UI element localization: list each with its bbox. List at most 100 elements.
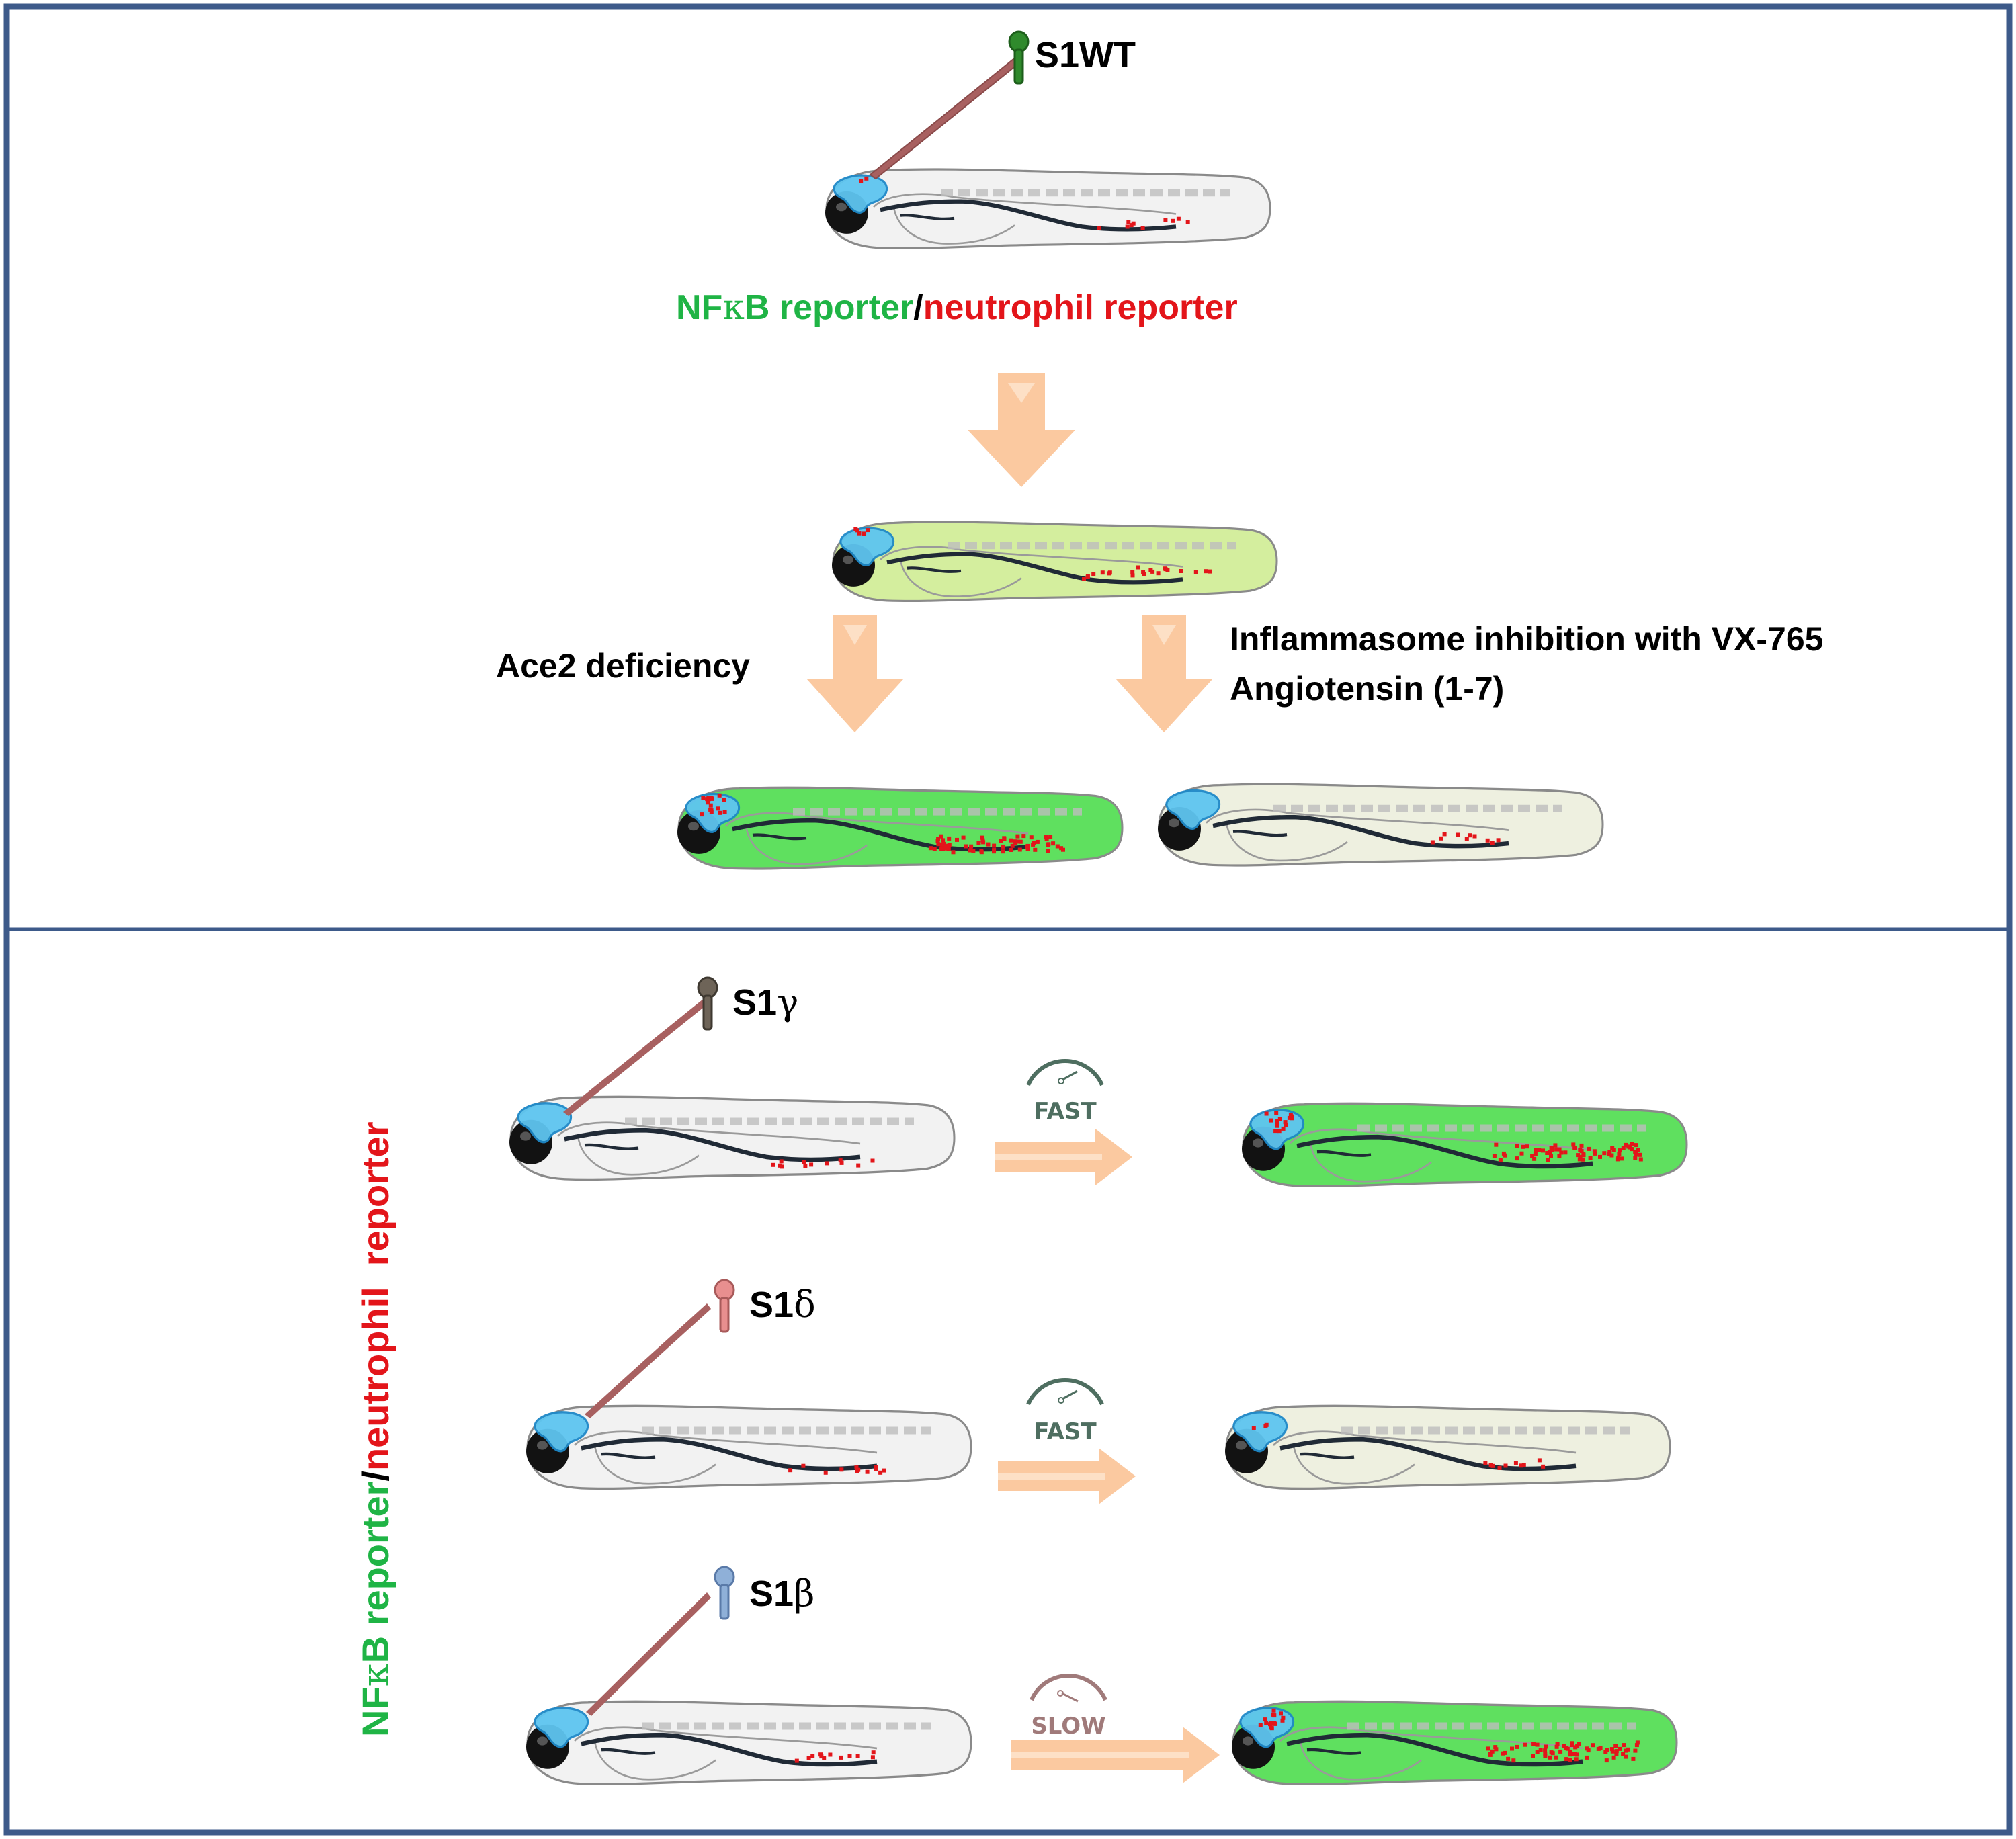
reporter-caption: NFκB reporter/neutrophil reporter (676, 288, 1238, 328)
neutrophil-dot (1430, 840, 1435, 845)
neutrophil-dot (1048, 835, 1053, 839)
neutrophil-dot (1492, 1154, 1497, 1158)
row-delta: S1δ FAST (526, 1279, 1670, 1504)
neutrophil-dot (1521, 1144, 1525, 1149)
neutrophil-dot (1572, 1146, 1577, 1150)
neutrophil-dot (855, 528, 859, 533)
neutrophil-dot (955, 837, 959, 842)
neutrophil-dot (1483, 1461, 1488, 1465)
side-reporter-label: NFκB reporter/neutrophil reporter (354, 1121, 398, 1737)
side-neutrophil: neutrophil reporter (354, 1121, 396, 1471)
speed-label-gamma: FAST (1034, 1098, 1097, 1125)
neutrophil-dot (1085, 574, 1090, 579)
neutrophil-dot (1578, 1154, 1583, 1159)
neutrophil-dot (874, 1465, 878, 1469)
neutrophil-dot (1277, 1129, 1282, 1134)
neutrophil-dot (969, 844, 974, 849)
neutrophil-dot (1125, 224, 1130, 229)
neutrophil-dot (1533, 1152, 1538, 1156)
neutrophil-dot (1574, 1752, 1579, 1757)
neutrophil-dot (1634, 1143, 1638, 1148)
neutrophil-dot (1032, 841, 1036, 845)
neutrophil-dot (1204, 569, 1208, 574)
neutrophil-dot (946, 847, 951, 851)
neutrophil-dot (1541, 1148, 1545, 1153)
neutrophil-dot (1044, 837, 1049, 841)
neutrophil-dot (1290, 1116, 1294, 1121)
larva-injected-wt (825, 169, 1270, 248)
neutrophil-dot (1275, 1119, 1279, 1123)
neutrophil-dot (1082, 577, 1086, 581)
neutrophil-dot (1130, 573, 1135, 578)
neutrophil-dot (1091, 572, 1096, 576)
neutrophil-dot (1531, 1754, 1535, 1758)
neutrophil-dot (870, 1755, 875, 1760)
neutrophil-dot (1635, 1740, 1640, 1745)
side-nfkb-part1: NF (354, 1686, 396, 1737)
neutrophil-dot (1148, 568, 1153, 572)
neutrophil-dots (700, 176, 1643, 1763)
neutrophil-dot (1537, 1458, 1542, 1463)
neutrophil-dot (870, 1158, 875, 1163)
neutrophil-dot (809, 1162, 814, 1167)
neutrophil-dot (1496, 838, 1501, 843)
neutrophil-dot (1585, 1755, 1589, 1760)
larva-result-delta (1225, 1406, 1670, 1488)
neutrophil-dot (1588, 1156, 1593, 1160)
neutrophil-dot (1271, 1708, 1276, 1713)
neutrophil-dot (779, 1159, 784, 1164)
neutrophil-dot (1277, 1117, 1282, 1121)
neutrophil-dot (864, 176, 869, 181)
neutrophil-dot (878, 1470, 883, 1475)
arrow-right-beta (1011, 1727, 1220, 1783)
neutrophil-dot (1593, 1151, 1597, 1156)
neutrophil-dot (1130, 570, 1135, 574)
neutrophil-dot (1511, 1758, 1516, 1763)
neutrophil-dot (939, 842, 944, 847)
neutrophil-dot (1626, 1747, 1630, 1752)
neutrophil-dot (1494, 1142, 1499, 1147)
neutrophil-dot (1630, 1147, 1634, 1152)
neutrophil-dot (700, 812, 704, 817)
neutrophil-dot (1581, 1152, 1586, 1156)
neutrophil-dot (1274, 1111, 1279, 1115)
neutrophil-dot (1624, 1142, 1628, 1147)
neutrophil-dot (986, 842, 991, 847)
neutrophil-dot (839, 1160, 844, 1165)
neutrophil-dot (1568, 1751, 1573, 1756)
neutrophil-dot (1638, 1152, 1642, 1157)
neutrophil-dot (722, 810, 727, 814)
neutrophil-dot (871, 1750, 876, 1755)
neutrophil-dot (1598, 1154, 1602, 1159)
neutrophil-dot (939, 834, 943, 839)
injection-needle (869, 58, 1019, 180)
needle-gamma (563, 1000, 706, 1116)
neutrophil-dot (1537, 1148, 1542, 1152)
neutrophil-dot (1554, 1744, 1559, 1749)
neutrophil-dot (1488, 1752, 1493, 1757)
variant-beta-prefix: S1 (749, 1574, 794, 1614)
neutrophil-dot (1269, 1118, 1273, 1123)
row-beta: S1β SLOW (526, 1566, 1677, 1784)
neutrophil-dot (1163, 566, 1167, 571)
speed-gauge-slow (1030, 1673, 1107, 1703)
neutrophil-dot (1591, 1743, 1595, 1748)
neutrophil-dot (1555, 1742, 1560, 1746)
neutrophil-dot (1532, 1156, 1537, 1161)
neutrophil-dot (1100, 570, 1105, 575)
neutrophil-dot (1472, 834, 1477, 839)
neutrophil-dot (801, 1463, 806, 1468)
neutrophil-dot (1611, 1755, 1616, 1760)
neutrophil-dot (1579, 1149, 1584, 1154)
neutrophil-dot (941, 838, 946, 843)
neutrophil-dot (1535, 1750, 1540, 1754)
reporter-nfkb-part1: NF (676, 288, 722, 327)
neutrophil-dot (722, 798, 726, 802)
neutrophil-dot (1279, 1711, 1283, 1716)
neutrophil-dot (707, 797, 712, 802)
neutrophil-dot (976, 841, 981, 845)
neutrophil-dot (1046, 843, 1050, 847)
neutrophil-dot (825, 1161, 829, 1166)
neutrophil-dot (1506, 1756, 1511, 1761)
